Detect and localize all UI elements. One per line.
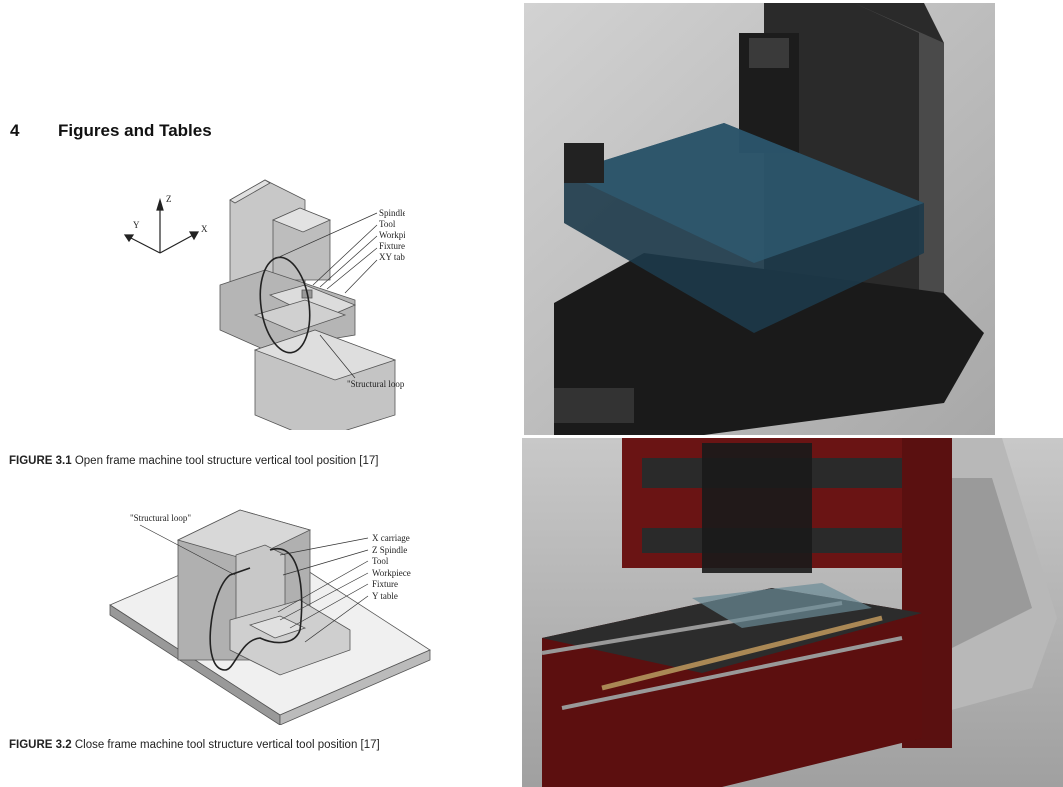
figure-caption: FIGURE 3.2 Close frame machine tool stru… [9,739,380,751]
axis-z-label: Z [166,194,172,204]
callout-workpiece: Workpiece [372,568,411,578]
callout-z-spindle: Z Spindle [372,545,407,555]
figure-open-frame-diagram: Z Y X Spindle Tool Workpiece Fixture XY … [123,179,405,430]
axis-triad [123,197,200,254]
callout-workpiece: Workpiece [379,230,405,240]
figure-label: FIGURE 3.1 [9,455,72,467]
callout-tool: Tool [372,556,389,566]
callout-x-carriage: X carriage [372,533,410,543]
callout-y-table: Y table [372,591,398,601]
caption-text: Open frame machine tool structure vertic… [71,455,379,467]
render-closed-frame-machine [522,438,1063,787]
render-open-frame-machine [524,3,995,435]
figure-label: FIGURE 3.2 [9,739,72,751]
axis-x-label: X [201,224,208,234]
figure-closed-frame-diagram: "Structural loop" X carriage Z Spindle T… [109,509,431,725]
callout-tool: Tool [379,219,396,229]
axis-y-label: Y [133,220,140,230]
structural-loop-label: "Structural loop" [347,379,405,389]
section-number: 4 [10,121,20,140]
callout-fixture: Fixture [372,579,398,589]
section-title: Figures and Tables [58,121,212,140]
structural-loop-label: "Structural loop" [130,513,191,523]
callout-spindle: Spindle [379,208,405,218]
callout-fixture: Fixture [379,241,405,251]
caption-text: Close frame machine tool structure verti… [71,739,380,751]
callout-xy-table: XY table [379,252,405,262]
figure-caption: FIGURE 3.1 Open frame machine tool struc… [9,455,378,467]
